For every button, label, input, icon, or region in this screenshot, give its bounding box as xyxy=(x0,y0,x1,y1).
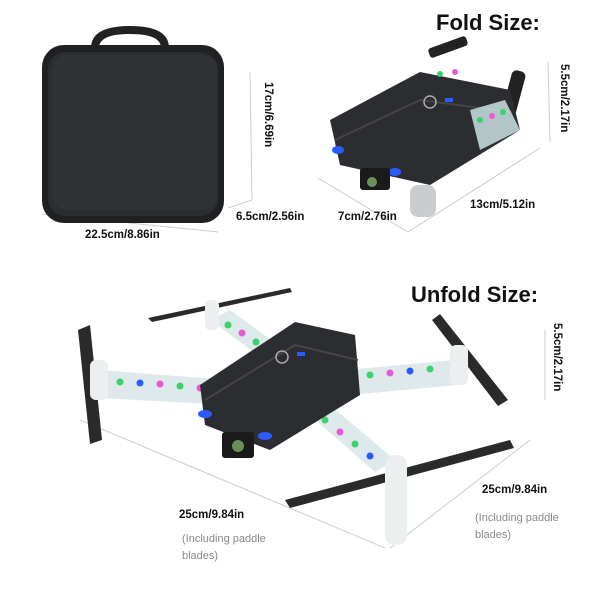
unfolded-width-left-note: (Including paddle blades) xyxy=(182,533,266,562)
unfolded-width-right-note: (Including paddle blades) xyxy=(475,512,559,541)
folded-drone-height-label: 5.5cm/2.17in xyxy=(558,64,570,133)
fold-size-title: Fold Size: xyxy=(436,10,540,35)
unfolded-height-label: 5.5cm/2.17in xyxy=(551,323,563,392)
unfolded-drone xyxy=(78,288,514,545)
folded-drone xyxy=(330,36,526,217)
case-depth-label: 6.5cm/2.56in xyxy=(236,211,305,223)
unfolded-width-right-label: 25cm/9.84in xyxy=(482,484,548,496)
folded-drone-width-label: 7cm/2.76in xyxy=(338,211,397,223)
folded-drone-length-label: 13cm/5.12in xyxy=(470,199,536,211)
carrying-case xyxy=(42,25,224,223)
led-strips xyxy=(116,321,434,460)
unfold-size-title: Unfold Size: xyxy=(411,282,539,307)
dimension-lines xyxy=(41,61,551,549)
unfolded-width-left-label: 25cm/9.84in xyxy=(179,509,245,521)
case-width-label: 22.5cm/8.86in xyxy=(85,229,160,241)
case-height-label: 17cm/6.69in xyxy=(262,82,274,148)
